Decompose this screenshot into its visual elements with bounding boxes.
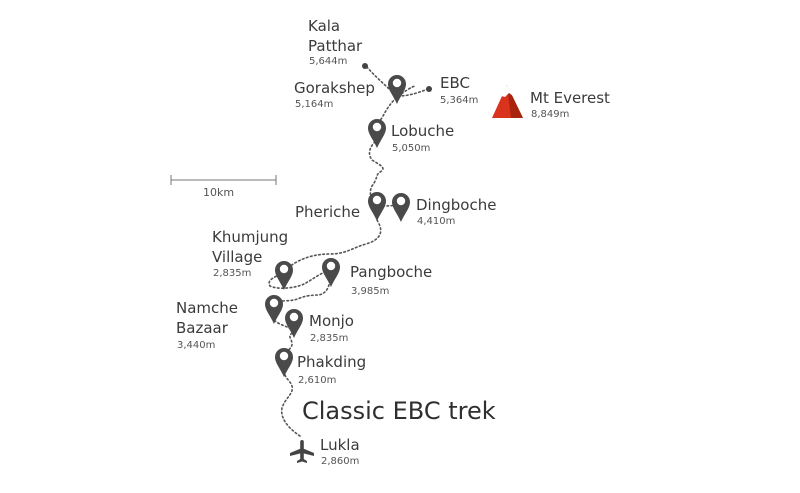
map-title: Classic EBC trek <box>302 397 496 425</box>
namche-name-line2: Bazaar <box>176 319 228 337</box>
monjo-altitude: 2,835m <box>310 333 349 344</box>
airplane-icon <box>290 440 314 463</box>
scale-bar <box>170 175 277 185</box>
dingboche-altitude: 4,410m <box>417 216 456 227</box>
lobuche-name: Lobuche <box>391 122 455 140</box>
lobuche-altitude: 5,050m <box>392 143 431 154</box>
dingboche-pin-icon <box>392 193 410 222</box>
scale-label: 10km <box>203 186 235 199</box>
pheriche-name: Pheriche <box>295 203 361 221</box>
phakding-pin-icon <box>275 348 293 377</box>
kala-patthar-altitude: 5,644m <box>309 56 348 67</box>
monjo-name: Monjo <box>309 312 354 330</box>
kala-patthar-name-line2: Patthar <box>308 37 363 55</box>
phakding-altitude: 2,610m <box>298 375 337 386</box>
namche-pin-icon <box>265 295 283 324</box>
ebc-altitude: 5,364m <box>440 95 479 106</box>
ebc-dot-icon <box>426 86 432 92</box>
pheriche-pin-icon <box>368 192 386 221</box>
everest-name: Mt Everest <box>530 89 610 107</box>
dingboche-name: Dingboche <box>416 196 497 214</box>
ebc-name: EBC <box>440 74 470 92</box>
trek-route <box>268 65 429 437</box>
lukla-altitude: 2,860m <box>321 456 360 467</box>
kala-patthar-dot-icon <box>362 63 368 69</box>
namche-name: Namche <box>176 299 239 317</box>
khumjung-name-line2: Village <box>212 248 263 266</box>
phakding-name: Phakding <box>297 353 367 371</box>
kala-patthar-name: Kala <box>308 17 341 35</box>
pangboche-pin-icon <box>322 258 340 287</box>
gorakshep-name: Gorakshep <box>294 79 375 97</box>
lobuche-pin-icon <box>368 119 386 148</box>
khumjung-pin-icon <box>275 261 293 290</box>
lukla-name: Lukla <box>320 436 360 454</box>
monjo-pin-icon <box>285 309 303 338</box>
everest-altitude: 8,849m <box>531 109 570 120</box>
gorakshep-pin-icon <box>388 75 406 104</box>
khumjung-name: Khumjung <box>212 228 289 246</box>
pangboche-name: Pangboche <box>350 263 433 281</box>
khumjung-altitude: 2,835m <box>213 268 252 279</box>
namche-altitude: 3,440m <box>177 340 216 351</box>
gorakshep-altitude: 5,164m <box>295 99 334 110</box>
mountain-peak-icon <box>492 85 523 118</box>
pangboche-altitude: 3,985m <box>351 286 390 297</box>
